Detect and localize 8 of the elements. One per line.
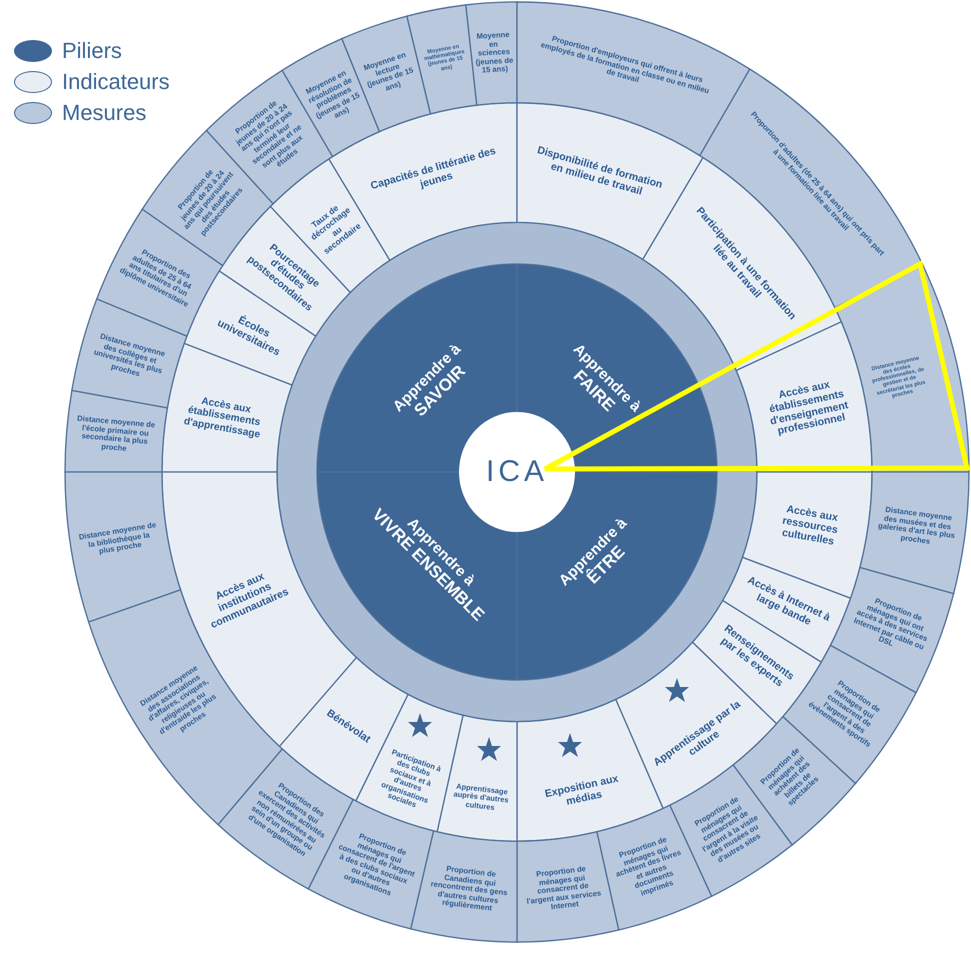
legend-label: Piliers (62, 40, 122, 62)
measure-segment (405, 3, 478, 115)
legend-label: Mesures (62, 102, 146, 124)
indicator-label: Accès aux ressources culturelles (780, 502, 840, 549)
indicator-label: Exposition aux médias (543, 772, 621, 810)
measure-segment (858, 470, 970, 595)
center-label: ICA (486, 454, 548, 489)
legend-label: Indicateurs (62, 71, 170, 93)
